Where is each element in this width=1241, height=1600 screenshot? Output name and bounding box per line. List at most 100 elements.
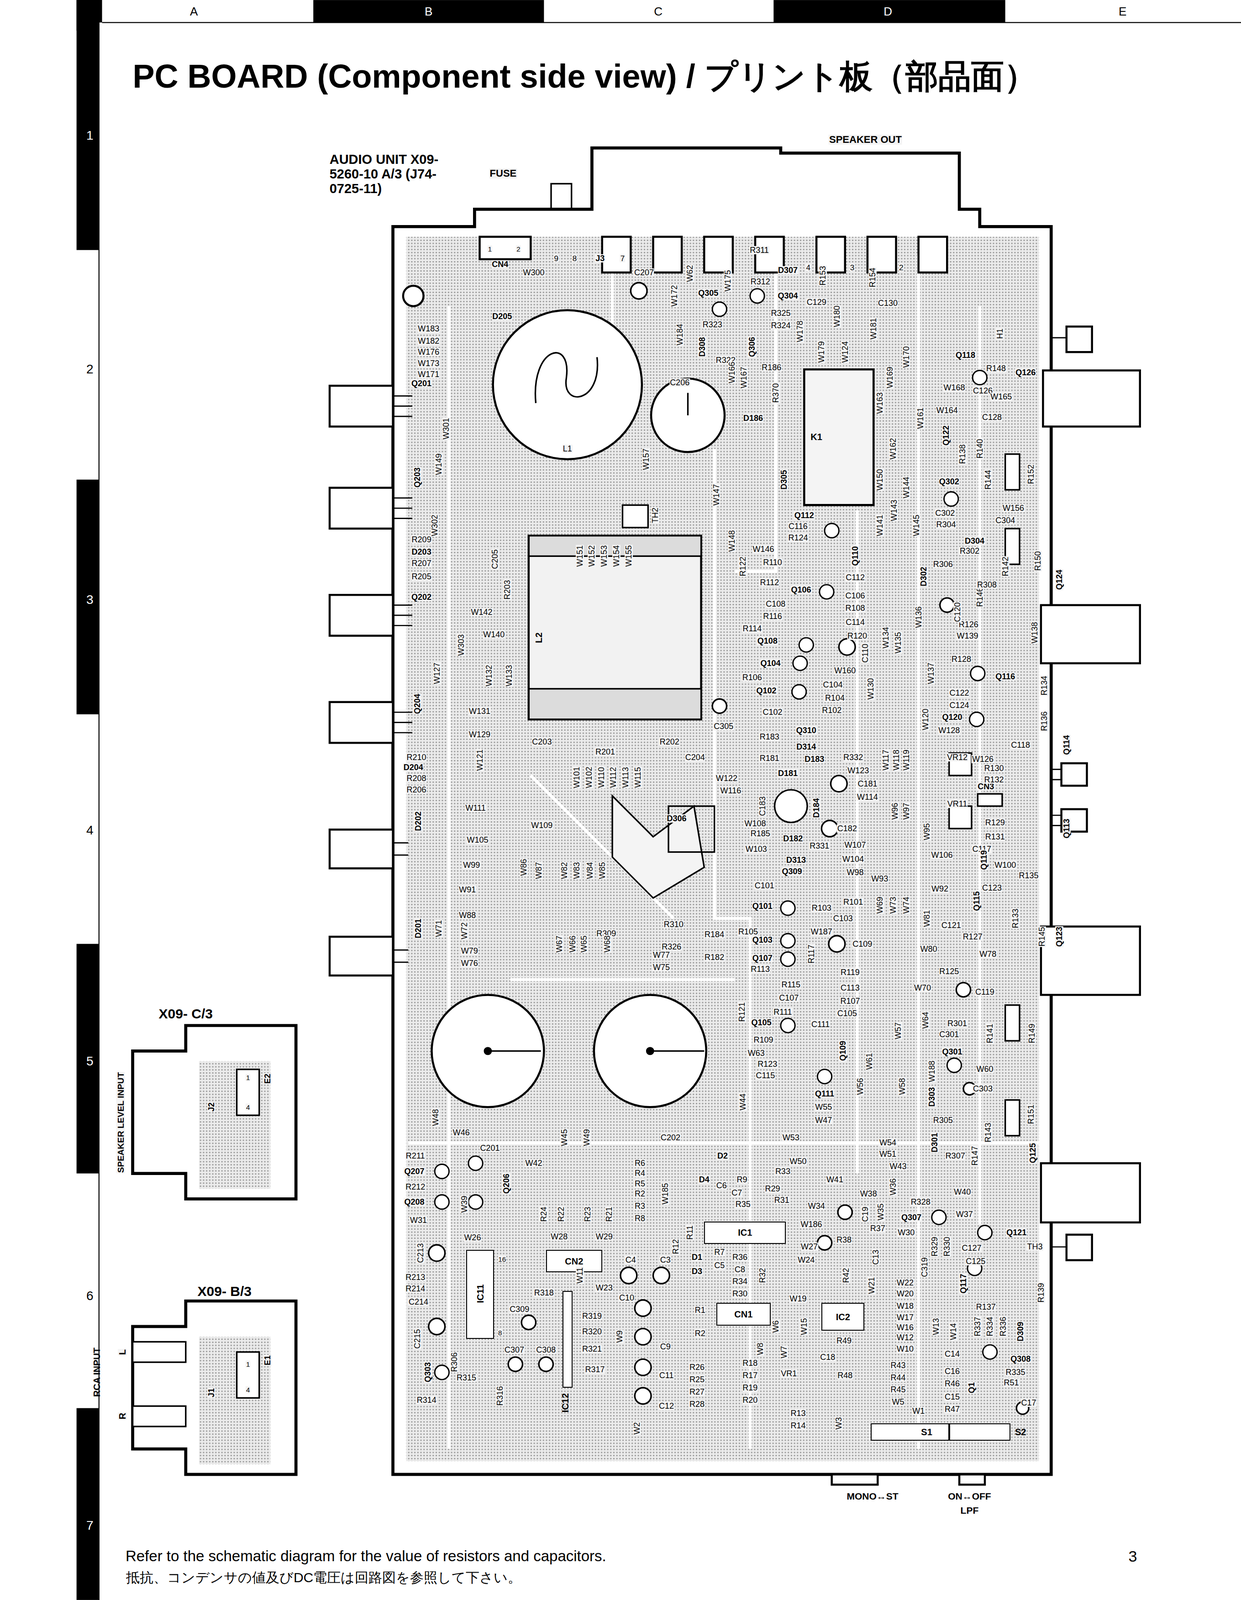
board-graphic [817, 1235, 832, 1251]
part-label: W126 [971, 755, 994, 764]
part-label: R [117, 1412, 127, 1420]
part-label: W47 [814, 1116, 833, 1125]
part-label: C103 [832, 914, 854, 923]
part-label: R119 [840, 968, 861, 977]
part-label: W138 [1030, 621, 1039, 644]
part-label: R152 [1026, 464, 1036, 485]
part-label: W161 [916, 407, 925, 430]
part-label: VR1 [780, 1369, 798, 1378]
board-graphic [1066, 1235, 1093, 1261]
part-label: R129 [984, 818, 1006, 827]
part-label: W7 [779, 1345, 789, 1359]
board-graphic [780, 901, 795, 916]
part-label: 2 [898, 263, 904, 272]
part-label: W68 [603, 935, 612, 953]
part-label: R206 [405, 785, 427, 795]
part-label: R136 [1040, 711, 1049, 732]
part-label: R102 [821, 706, 842, 715]
part-label: W41 [825, 1175, 844, 1184]
part-label: R44 [889, 1373, 906, 1383]
part-label: R9 [736, 1175, 748, 1184]
part-label: MONO↔ST [846, 1491, 900, 1501]
board-graphic [750, 289, 765, 304]
part-label: R213 [404, 1273, 426, 1282]
part-label: Q206 [502, 1173, 511, 1195]
part-label: W143 [889, 499, 899, 522]
part-label: C119 [974, 988, 995, 997]
part-label: R334 [985, 1316, 994, 1337]
board-graphic [528, 688, 702, 720]
component-label: K1 [810, 431, 823, 442]
part-label: W147 [712, 483, 721, 507]
component-label: IC12 [560, 1393, 571, 1413]
part-label: W9 [615, 1330, 624, 1344]
part-label: C105 [836, 1009, 858, 1018]
part-label: 16 [497, 1256, 507, 1263]
part-label: C207 [633, 268, 655, 277]
part-label: W61 [865, 1052, 874, 1071]
part-label: D182 [782, 834, 804, 843]
part-label: D301 [930, 1132, 939, 1154]
board-graphic [1042, 370, 1140, 427]
part-label: C125 [965, 1257, 986, 1266]
part-label: Q126 [1014, 368, 1036, 377]
part-label: W92 [930, 884, 949, 894]
part-label: R17 [741, 1371, 758, 1380]
part-label: C181 [857, 779, 878, 789]
part-label: Q125 [1028, 1142, 1037, 1164]
part-label: C183 [758, 795, 767, 817]
part-label: W98 [846, 868, 865, 877]
part-label: CN3 [977, 782, 995, 791]
part-label: R42 [841, 1267, 851, 1284]
part-label: W19 [788, 1294, 807, 1304]
part-label: R154 [868, 267, 877, 288]
part-label: W123 [846, 766, 870, 775]
part-label: W54 [878, 1138, 897, 1147]
component-label: S1 [920, 1427, 932, 1438]
part-label: W85 [598, 861, 607, 880]
part-label: Q1 [967, 1382, 976, 1394]
part-label: R331 [809, 841, 830, 851]
component-label: X09- B/3 [197, 1283, 252, 1299]
part-label: R29 [764, 1184, 781, 1194]
board-graphic [780, 1018, 795, 1033]
part-label: C303 [972, 1084, 994, 1094]
part-label: C118 [1010, 741, 1031, 750]
board-graphic [714, 449, 751, 1450]
part-label: C11 [658, 1371, 675, 1380]
part-label: W103 [745, 845, 768, 854]
part-label: W301 [441, 417, 451, 440]
part-label: W128 [937, 726, 961, 735]
part-label: C130 [877, 299, 899, 308]
board-graphic [329, 594, 394, 636]
part-label: D313 [785, 856, 807, 865]
part-label: D314 [795, 742, 817, 752]
board-graphic [1051, 337, 1067, 1248]
part-label: W69 [875, 896, 884, 915]
part-label: R11 [685, 1225, 695, 1241]
component-label: X09- C/3 [158, 1005, 213, 1021]
part-label: C113 [840, 983, 861, 993]
board-graphic [821, 820, 838, 837]
part-label: W24 [797, 1256, 816, 1265]
part-label: C112 [845, 573, 866, 582]
part-label: VR12 [946, 753, 968, 762]
part-label: R323 [702, 320, 723, 329]
board-graphic [828, 936, 846, 953]
part-label: R116 [762, 612, 783, 621]
part-label: D181 [777, 769, 799, 778]
part-label: W110 [597, 766, 606, 789]
board-graphic [977, 794, 1003, 807]
part-label: R336 [999, 1316, 1008, 1337]
part-label: W188 [927, 1060, 937, 1083]
part-label: W3 [834, 1417, 843, 1431]
part-label: R140 [975, 438, 984, 460]
board-graphic [734, 234, 776, 572]
part-label: R38 [836, 1235, 852, 1245]
part-label: Q204 [413, 693, 422, 715]
board-graphic [620, 1267, 637, 1284]
part-label: R320 [581, 1327, 603, 1336]
part-label: Q109 [838, 1040, 847, 1062]
part-label: 2 [515, 245, 521, 253]
